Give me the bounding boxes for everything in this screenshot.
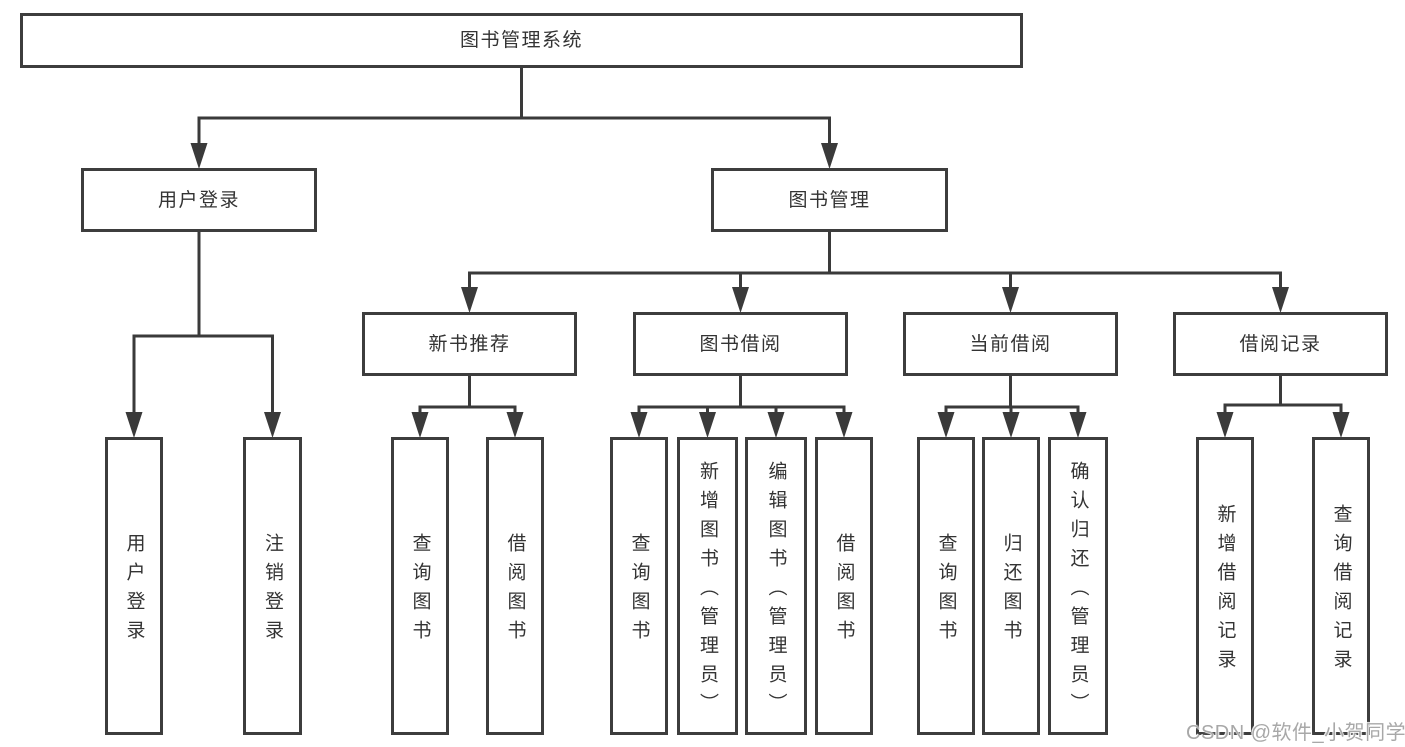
node-label-leaf-edit-book-admin: 编辑图书（管理员） bbox=[765, 460, 787, 722]
node-label-borrow-records: 借阅记录 bbox=[1239, 333, 1322, 355]
node-new-book-rec: 新书推荐 bbox=[362, 312, 577, 376]
node-leaf-add-borrow-record: 新增借阅记录 bbox=[1196, 437, 1254, 735]
edge-group-new-book-rec bbox=[411, 375, 524, 438]
edge-group-user-login bbox=[125, 231, 281, 438]
node-label-leaf-borrow-books-1: 借阅图书 bbox=[504, 533, 526, 649]
edge-group-root bbox=[190, 67, 838, 169]
watermark: CSDN @软件_小贺同学 bbox=[1186, 722, 1405, 744]
node-current-borrow: 当前借阅 bbox=[903, 312, 1118, 376]
node-leaf-query-books-1: 查询图书 bbox=[391, 437, 449, 735]
node-borrow-records: 借阅记录 bbox=[1173, 312, 1388, 376]
node-user-login: 用户登录 bbox=[81, 168, 317, 232]
edge-group-current-borrow bbox=[937, 375, 1087, 438]
node-label-leaf-add-book-admin: 新增图书（管理员） bbox=[697, 460, 718, 722]
node-leaf-query-books-3: 查询图书 bbox=[917, 437, 975, 735]
node-leaf-user-login: 用户登录 bbox=[105, 437, 163, 735]
node-label-leaf-query-books-2: 查询图书 bbox=[628, 533, 650, 649]
node-leaf-borrow-books-1: 借阅图书 bbox=[486, 437, 544, 735]
node-label-leaf-add-borrow-record: 新增借阅记录 bbox=[1214, 504, 1236, 678]
node-label-user-login: 用户登录 bbox=[157, 189, 240, 211]
node-leaf-return-books: 归还图书 bbox=[982, 437, 1040, 735]
node-label-book-mgmt: 图书管理 bbox=[788, 189, 871, 211]
node-label-leaf-query-borrow-record: 查询借阅记录 bbox=[1330, 504, 1352, 678]
node-label-current-borrow: 当前借阅 bbox=[969, 333, 1052, 355]
node-leaf-query-borrow-record: 查询借阅记录 bbox=[1312, 437, 1370, 735]
node-label-leaf-return-books: 归还图书 bbox=[1000, 533, 1022, 649]
node-label-leaf-confirm-return-admin: 确认归还（管理员） bbox=[1067, 460, 1089, 722]
edge-group-borrow-records bbox=[1216, 375, 1350, 438]
node-leaf-add-book-admin: 新增图书（管理员） bbox=[677, 437, 738, 735]
node-label-leaf-borrow-books-2: 借阅图书 bbox=[833, 533, 855, 649]
node-label-root: 图书管理系统 bbox=[459, 30, 583, 51]
node-root: 图书管理系统 bbox=[20, 13, 1023, 68]
node-leaf-query-books-2: 查询图书 bbox=[610, 437, 668, 735]
node-book-mgmt: 图书管理 bbox=[711, 168, 948, 232]
node-leaf-logout: 注销登录 bbox=[243, 437, 302, 735]
node-book-borrow: 图书借阅 bbox=[633, 312, 848, 376]
node-label-leaf-query-books-3: 查询图书 bbox=[935, 533, 957, 649]
edge-group-book-borrow bbox=[630, 375, 853, 438]
edge-group-book-mgmt bbox=[461, 231, 1289, 313]
node-leaf-edit-book-admin: 编辑图书（管理员） bbox=[745, 437, 807, 735]
node-label-leaf-query-books-1: 查询图书 bbox=[409, 533, 431, 649]
node-label-new-book-rec: 新书推荐 bbox=[428, 333, 511, 355]
node-label-leaf-logout: 注销登录 bbox=[262, 533, 283, 649]
node-label-book-borrow: 图书借阅 bbox=[699, 333, 782, 355]
node-label-leaf-user-login: 用户登录 bbox=[123, 533, 145, 649]
node-leaf-borrow-books-2: 借阅图书 bbox=[815, 437, 873, 735]
node-leaf-confirm-return-admin: 确认归还（管理员） bbox=[1048, 437, 1108, 735]
